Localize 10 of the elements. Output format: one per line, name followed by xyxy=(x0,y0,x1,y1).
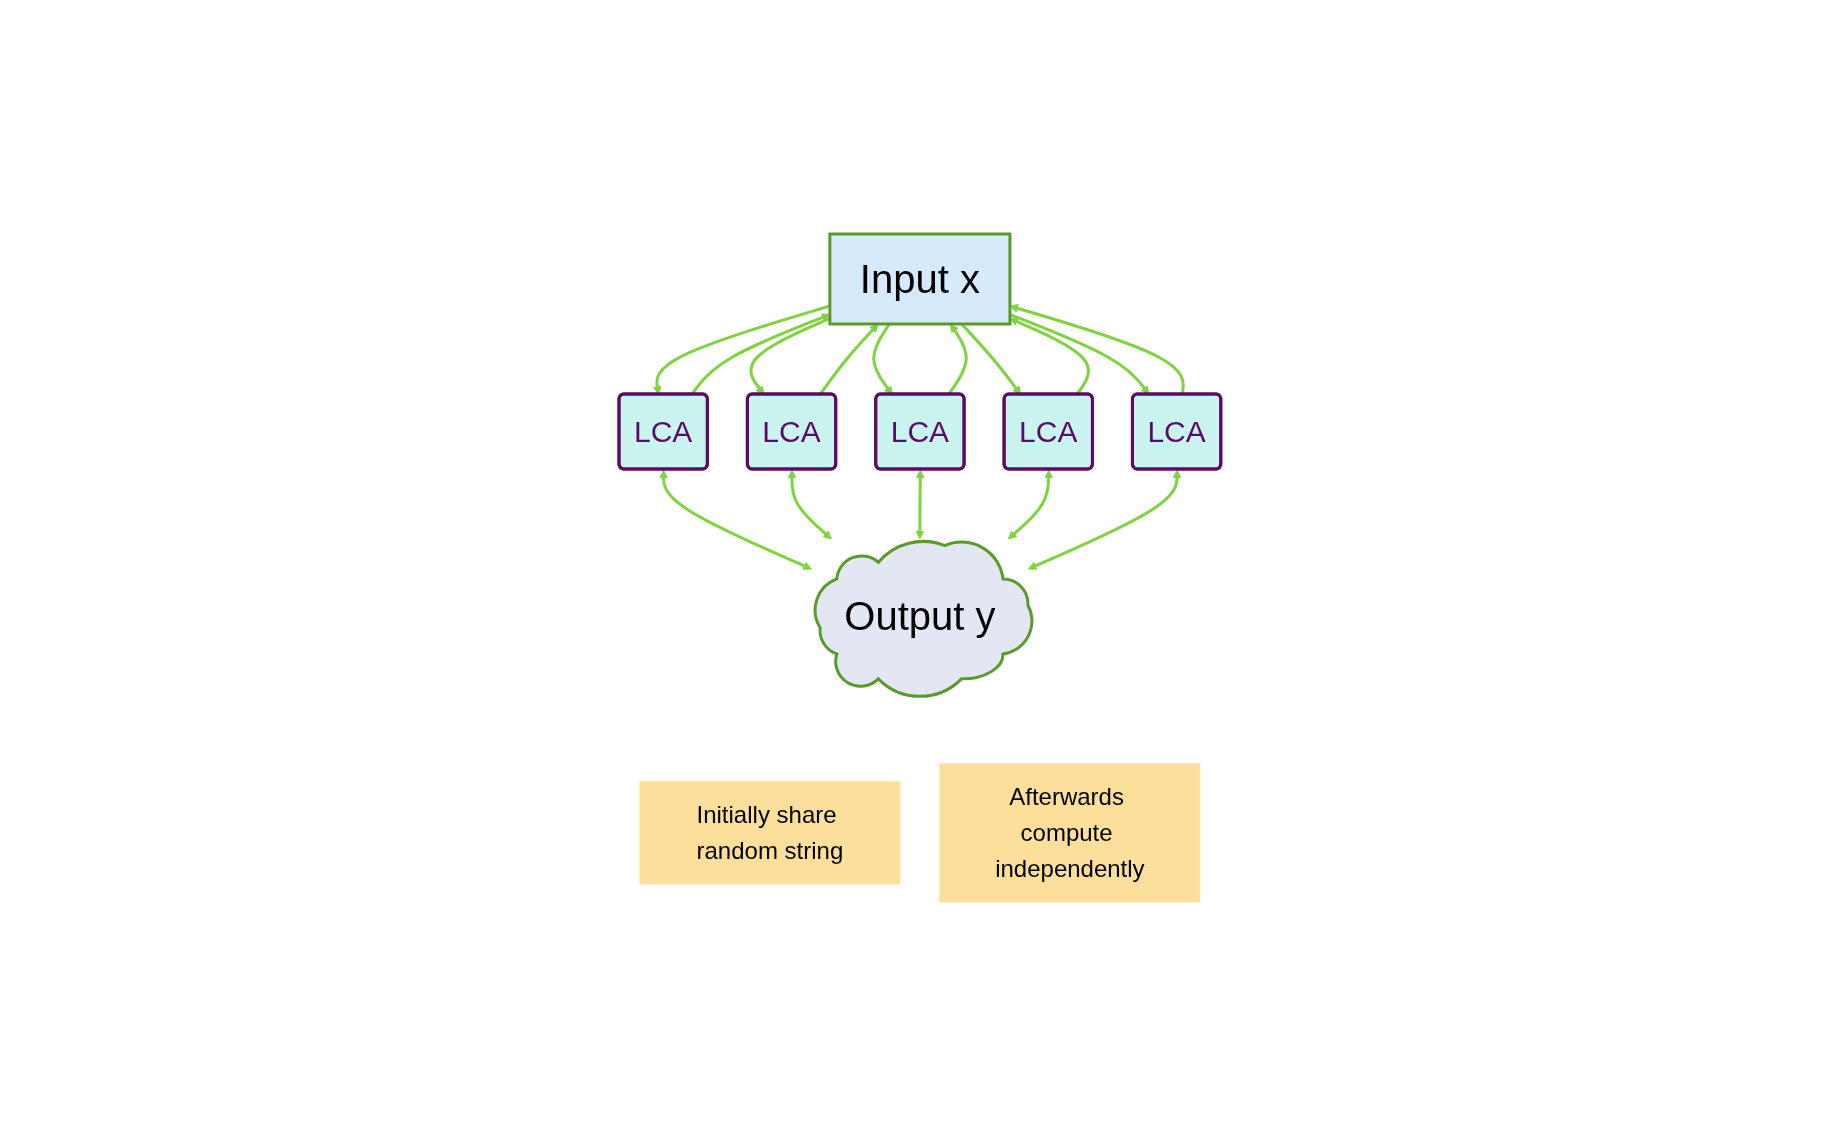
arrow xyxy=(1027,469,1181,570)
node-box: Initially share random string xyxy=(639,781,900,885)
arrow xyxy=(1009,304,1185,395)
arrow xyxy=(1007,469,1053,540)
arrow xyxy=(658,469,812,570)
node-box: Input x xyxy=(827,232,1012,326)
arrow xyxy=(915,469,925,540)
arrow xyxy=(787,469,832,540)
node-box: Afterwards compute independently xyxy=(939,763,1200,903)
arrow xyxy=(652,304,830,395)
